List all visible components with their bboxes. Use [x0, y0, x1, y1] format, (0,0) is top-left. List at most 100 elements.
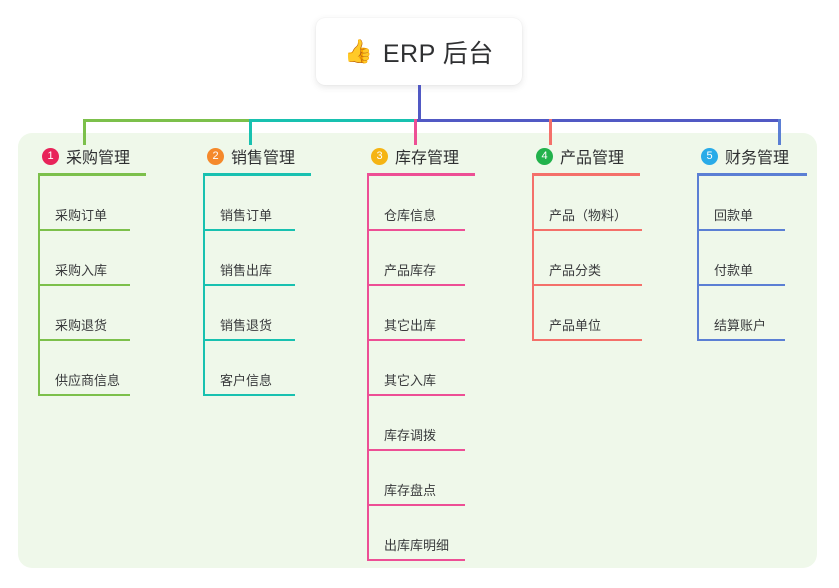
column-header-4[interactable]: 4 产品管理 — [532, 144, 640, 168]
column-badge-5: 5 — [701, 147, 718, 165]
leaf-underline — [38, 229, 130, 231]
column-spine-5 — [697, 176, 699, 341]
leaf-label: 供应商信息 — [55, 373, 121, 388]
leaf-label: 结算账户 — [714, 318, 767, 333]
leaf-label: 采购退货 — [55, 318, 108, 333]
column-items-5: 回款单付款单结算账户 — [697, 176, 807, 341]
leaf-underline — [367, 394, 465, 396]
list-item[interactable]: 库存调拨 — [367, 396, 475, 451]
drop-col-3 — [414, 119, 417, 145]
leaf-underline — [367, 504, 465, 506]
leaf-underline — [367, 284, 465, 286]
root-node-title: ERP 后台 — [382, 39, 494, 68]
leaf-label: 产品单位 — [549, 318, 602, 333]
leaf-underline — [38, 339, 130, 341]
column-badge-2: 2 — [207, 147, 224, 165]
list-item[interactable]: 客户信息 — [203, 341, 311, 396]
drop-col-2 — [249, 119, 252, 145]
column-title-4: 产品管理 — [560, 150, 625, 167]
leaf-underline — [38, 394, 130, 396]
column-items-3: 仓库信息产品库存其它出库其它入库库存调拨库存盘点出库库明细 — [367, 176, 475, 561]
leaf-label: 其它出库 — [384, 318, 437, 333]
column-2: 2 销售管理销售订单销售出库销售退货客户信息 — [203, 144, 311, 396]
list-item[interactable]: 产品分类 — [532, 231, 642, 286]
leaf-underline — [532, 339, 642, 341]
leaf-label: 付款单 — [714, 263, 754, 278]
list-item[interactable]: 结算账户 — [697, 286, 807, 341]
column-badge-1: 1 — [42, 147, 59, 165]
leaf-underline — [38, 284, 130, 286]
thumbs-up-icon: 👍 — [344, 38, 373, 64]
leaf-label: 采购入库 — [55, 263, 108, 278]
root-stem-connector — [418, 85, 421, 122]
root-node-card[interactable]: 👍 ERP 后台 — [316, 18, 522, 85]
list-item[interactable]: 库存盘点 — [367, 451, 475, 506]
column-title-3: 库存管理 — [395, 150, 460, 167]
column-badge-3: 3 — [371, 147, 388, 165]
list-item[interactable]: 产品单位 — [532, 286, 642, 341]
leaf-label: 产品（物料） — [549, 208, 628, 223]
leaf-underline — [203, 394, 295, 396]
list-item[interactable]: 销售出库 — [203, 231, 311, 286]
column-header-1[interactable]: 1 采购管理 — [38, 144, 146, 168]
column-5: 5 财务管理回款单付款单结算账户 — [697, 144, 807, 341]
list-item[interactable]: 回款单 — [697, 176, 807, 231]
list-item[interactable]: 销售退货 — [203, 286, 311, 341]
bus-segment-teal — [249, 119, 414, 122]
list-item[interactable]: 采购入库 — [38, 231, 146, 286]
column-items-2: 销售订单销售出库销售退货客户信息 — [203, 176, 311, 396]
leaf-underline — [697, 229, 785, 231]
leaf-label: 客户信息 — [220, 373, 273, 388]
list-item[interactable]: 其它入库 — [367, 341, 475, 396]
column-spine-1 — [38, 176, 40, 396]
drop-col-5 — [778, 119, 781, 145]
list-item[interactable]: 其它出库 — [367, 286, 475, 341]
column-4: 4 产品管理产品（物料） 产品分类产品单位 — [532, 144, 642, 341]
column-items-1: 采购订单采购入库采购退货供应商信息 — [38, 176, 146, 396]
column-title-2: 销售管理 — [231, 150, 296, 167]
leaf-label: 销售退货 — [220, 318, 273, 333]
column-spine-2 — [203, 176, 205, 396]
leaf-underline — [367, 559, 465, 561]
column-underline-5 — [697, 173, 807, 176]
leaf-underline — [367, 449, 465, 451]
leaf-underline — [367, 339, 465, 341]
leaf-label: 回款单 — [714, 208, 754, 223]
column-header-2[interactable]: 2 销售管理 — [203, 144, 311, 168]
column-spine-4 — [532, 176, 534, 341]
column-underline-3 — [367, 173, 475, 176]
drop-col-1 — [83, 119, 86, 145]
list-item[interactable]: 付款单 — [697, 231, 807, 286]
list-item[interactable]: 供应商信息 — [38, 341, 146, 396]
column-header-3[interactable]: 3 库存管理 — [367, 144, 475, 168]
leaf-label: 采购订单 — [55, 208, 108, 223]
list-item[interactable]: 出库库明细 — [367, 506, 475, 561]
column-title-5: 财务管理 — [725, 150, 790, 167]
list-item[interactable]: 产品（物料） — [532, 176, 642, 231]
column-title-1: 采购管理 — [66, 150, 131, 167]
leaf-underline — [697, 339, 785, 341]
leaf-label: 销售出库 — [220, 263, 273, 278]
list-item[interactable]: 采购订单 — [38, 176, 146, 231]
leaf-label: 出库库明细 — [384, 538, 450, 553]
column-underline-1 — [38, 173, 146, 176]
leaf-underline — [532, 284, 642, 286]
drop-col-4 — [549, 119, 552, 145]
list-item[interactable]: 销售订单 — [203, 176, 311, 231]
list-item[interactable]: 仓库信息 — [367, 176, 475, 231]
leaf-underline — [203, 284, 295, 286]
list-item[interactable]: 产品库存 — [367, 231, 475, 286]
column-items-4: 产品（物料） 产品分类产品单位 — [532, 176, 642, 341]
column-3: 3 库存管理仓库信息产品库存其它出库其它入库库存调拨库存盘点出库库明细 — [367, 144, 475, 561]
column-header-5[interactable]: 5 财务管理 — [697, 144, 807, 168]
leaf-label: 销售订单 — [220, 208, 273, 223]
column-underline-2 — [203, 173, 311, 176]
leaf-underline — [203, 339, 295, 341]
leaf-underline — [203, 229, 295, 231]
list-item[interactable]: 采购退货 — [38, 286, 146, 341]
diagram-background-panel — [18, 133, 817, 568]
column-badge-4: 4 — [536, 147, 553, 165]
column-1: 1 采购管理采购订单采购入库采购退货供应商信息 — [38, 144, 146, 396]
column-spine-3 — [367, 176, 369, 561]
